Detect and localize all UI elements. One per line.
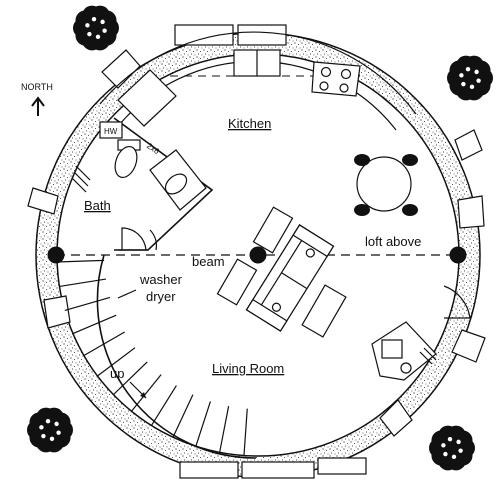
loft-above-label: loft above <box>365 234 421 249</box>
wood-stove <box>371 321 437 381</box>
stair-treads <box>57 259 248 456</box>
kitchen-counter <box>99 31 417 131</box>
stair-tread <box>59 278 106 288</box>
north-label: NORTH <box>21 82 53 92</box>
stair-tread <box>64 296 111 311</box>
stair-tread <box>219 406 230 453</box>
sofa-group <box>245 224 335 332</box>
kitchen-fridge <box>117 69 177 127</box>
staircase <box>96 254 257 459</box>
north-indicator: NORTH <box>21 82 53 116</box>
kitchen-label: Kitchen <box>228 116 271 131</box>
stair-tread <box>172 394 194 438</box>
living-room-label: Living Room <box>212 361 284 376</box>
arrow-up-icon <box>31 96 45 116</box>
wall-windows <box>27 24 486 479</box>
stair-tread <box>243 408 248 456</box>
stair-tread <box>57 259 105 263</box>
east-door <box>443 285 471 319</box>
stair-tread <box>195 401 211 447</box>
tree-icon <box>27 407 73 453</box>
bath-label: Bath <box>84 198 111 213</box>
stair-tread <box>97 347 136 377</box>
post-west <box>47 246 65 264</box>
trees <box>27 5 493 471</box>
kitchen-stove <box>311 61 361 97</box>
beam-label: beam <box>192 254 225 269</box>
post-east <box>449 246 467 264</box>
bath-toilet <box>114 139 141 179</box>
beam <box>47 246 467 264</box>
bath-room: HW 2x6 <box>71 117 214 251</box>
bath-vanity <box>149 149 207 211</box>
stair-tread <box>131 374 162 412</box>
dining-table <box>354 154 418 216</box>
tree-icon <box>429 425 475 471</box>
stairs-up-label: up <box>110 366 124 381</box>
water-heater-label: HW <box>104 127 118 136</box>
washer-leader <box>117 289 137 299</box>
bath-door <box>121 227 147 251</box>
washer-label: washer <box>139 272 183 287</box>
stair-tread <box>72 314 117 335</box>
bath-shower-spray <box>71 165 91 193</box>
post-center <box>249 246 267 264</box>
tree-icon <box>447 55 493 101</box>
kitchen-sink <box>233 49 281 77</box>
stair-tread <box>112 361 148 396</box>
dryer-label: dryer <box>146 289 176 304</box>
end-tables <box>216 206 347 338</box>
stair-tread <box>83 331 125 357</box>
tree-icon <box>73 5 119 51</box>
stair-tread <box>150 385 177 426</box>
